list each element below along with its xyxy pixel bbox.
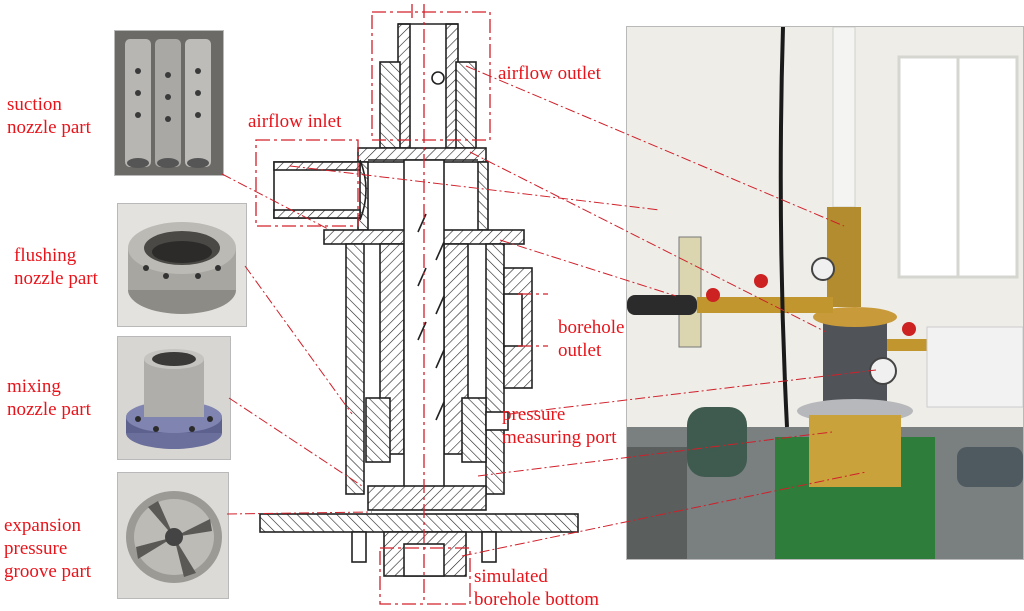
expansion-groove-label: expansion pressure groove part (4, 514, 91, 583)
flushing-label-line1: flushing (14, 245, 77, 266)
experimental-setup-photo (626, 26, 1024, 560)
flushing-label-line2: nozzle part (14, 268, 98, 289)
suction-nozzle-label: suction nozzle part (7, 93, 91, 139)
borehole-bottom-line1: simulated (474, 566, 548, 587)
mixing-label-line1: mixing (7, 376, 61, 397)
pressure-port-line1: pressure (502, 404, 566, 425)
suction-nozzle-photo (114, 30, 224, 176)
suction-label-line2: nozzle part (7, 117, 91, 138)
expansion-label-line2: pressure (4, 538, 68, 559)
borehole-outlet-line1: borehole (558, 317, 625, 338)
mixing-label-line2: nozzle part (7, 399, 91, 420)
mixing-nozzle-photo (117, 336, 231, 460)
suction-label-line1: suction (7, 94, 62, 115)
borehole-outlet-line2: outlet (558, 340, 602, 361)
airflow-inlet-label: airflow inlet (248, 111, 342, 132)
airflow-outlet-label: airflow outlet (498, 63, 601, 84)
pressure-port-line2: measuring port (502, 427, 617, 448)
expansion-label-line1: expansion (4, 515, 82, 536)
expansion-groove-photo (117, 472, 229, 599)
mixing-nozzle-label: mixing nozzle part (7, 375, 91, 421)
flushing-nozzle-label: flushing nozzle part (14, 244, 98, 290)
simulated-borehole-bottom-label: simulated borehole bottom (474, 565, 599, 611)
flushing-nozzle-photo (117, 203, 247, 327)
expansion-label-line3: groove part (4, 561, 92, 582)
pressure-port-label: pressure measuring port (502, 403, 617, 449)
borehole-bottom-line2: borehole bottom (474, 589, 600, 610)
borehole-outlet-label: borehole outlet (558, 316, 624, 362)
